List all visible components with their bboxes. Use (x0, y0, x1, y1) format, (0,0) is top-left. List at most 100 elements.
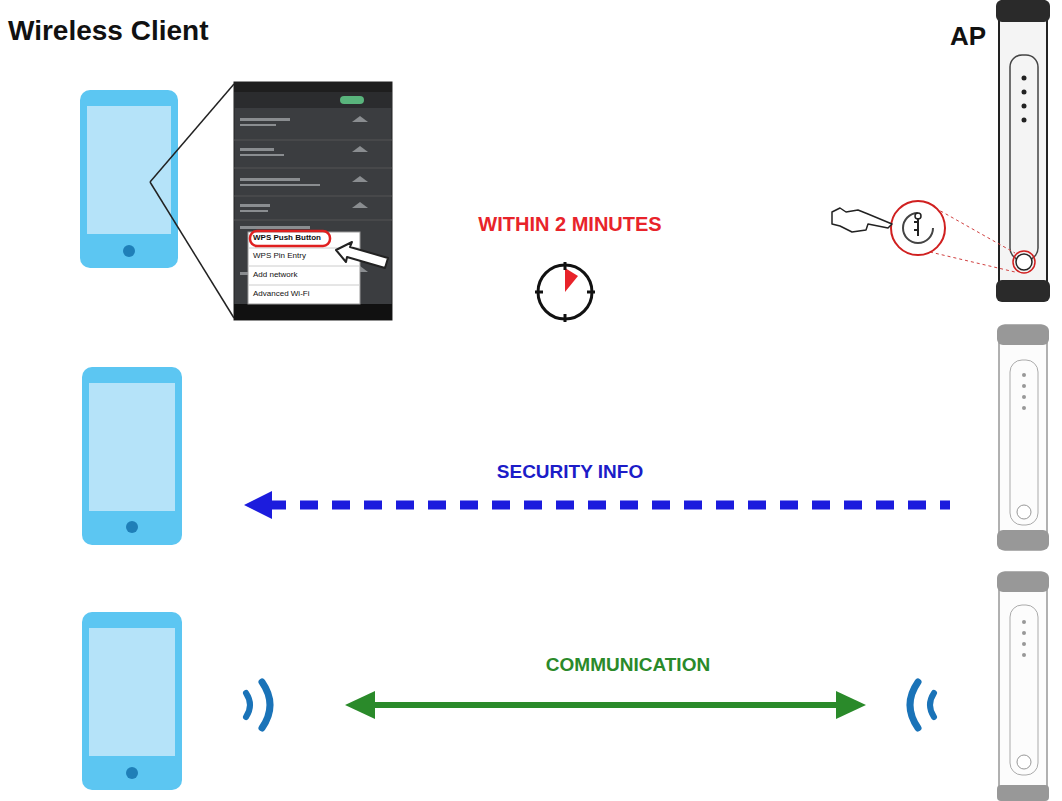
pointer-arrow (336, 242, 388, 268)
illustration-part (234, 82, 392, 92)
illustration-part (234, 168, 392, 169)
zoom-lines (150, 84, 234, 318)
illustration-part (240, 204, 270, 207)
illustration-part (240, 154, 284, 156)
illustration-part (123, 245, 135, 257)
timing-note: WITHIN 2 MINUTES (478, 213, 661, 235)
illustration-part (352, 146, 368, 152)
illustration-part (240, 226, 310, 229)
illustration-part (246, 693, 250, 717)
illustration-part (930, 252, 1015, 272)
illustration-part (1022, 395, 1026, 399)
menu-item: Advanced Wi-Fi (253, 290, 309, 299)
illustration-part (240, 148, 274, 151)
illustration-part (997, 572, 1049, 592)
arrow-label: SECURITY INFO (497, 462, 643, 483)
ap-middle (997, 325, 1049, 550)
illustration-part (1022, 631, 1026, 635)
illustration-part (996, 0, 1050, 22)
illustration-part (1022, 642, 1026, 646)
illustration-part (126, 521, 138, 533)
illustration-part (997, 785, 1049, 801)
communication-arrow (345, 691, 866, 719)
illustration-part (240, 118, 290, 121)
illustration-part (340, 96, 364, 104)
menu-item: WPS Pin Entry (253, 252, 306, 261)
illustration-part (903, 213, 933, 243)
illustration-part (999, 572, 1047, 801)
illustration-part (1017, 755, 1031, 769)
illustration-part (535, 262, 595, 322)
illustration-part (248, 285, 360, 286)
illustration-part (565, 268, 578, 292)
illustration-part (1022, 76, 1027, 81)
illustration-part (268, 501, 950, 510)
clock-icon (535, 262, 595, 322)
menu-item: Add network (253, 271, 297, 280)
illustration-part (1022, 90, 1027, 95)
illustration-part (345, 691, 375, 719)
illustration-part (150, 182, 234, 318)
illustration-part (352, 202, 368, 208)
arrow-label: COMMUNICATION (546, 655, 710, 676)
illustration-part (535, 291, 543, 294)
illustration-part (240, 184, 320, 186)
illustration-part (240, 124, 276, 126)
illustration-part (87, 106, 171, 234)
illustration-part (352, 116, 368, 122)
illustration-part (1022, 104, 1027, 109)
illustration-part (564, 262, 567, 270)
illustration-part (234, 304, 392, 320)
menu-item: WPS Push Button (253, 234, 321, 243)
illustration-part (82, 367, 182, 545)
phone-middle (82, 367, 182, 545)
illustration-part (150, 84, 234, 182)
illustration-part (1013, 251, 1035, 273)
illustration-part (248, 232, 360, 304)
illustration-part (234, 82, 392, 320)
column-heading: AP (950, 22, 986, 51)
illustration-part (126, 767, 138, 779)
column-heading: Wireless Client (8, 16, 208, 47)
illustration-part (89, 628, 175, 756)
ap-top (996, 0, 1050, 302)
illustration-part (997, 325, 1049, 345)
phone-bottom (82, 612, 182, 790)
security-arrow (244, 491, 950, 519)
illustration-part (250, 231, 330, 246)
illustration-part (1022, 620, 1026, 624)
illustration-part (915, 213, 921, 219)
illustration-part (89, 383, 175, 511)
illustration-part (1022, 406, 1026, 410)
illustration-part (1022, 653, 1026, 657)
wifi-waves (246, 682, 934, 728)
illustration-part (1022, 384, 1026, 388)
illustration-part (370, 702, 840, 708)
illustration-part (999, 0, 1047, 300)
phone-top (80, 90, 178, 268)
illustration-part (1022, 118, 1027, 123)
illustration-part (240, 210, 268, 212)
illustration-part (262, 682, 270, 728)
illustration-part (80, 90, 178, 268)
illustration-part (910, 682, 918, 728)
illustration-part (914, 218, 918, 236)
illustration-part (930, 693, 934, 717)
illustration-part (234, 92, 392, 108)
illustration-part (244, 491, 272, 519)
illustration-part (1010, 55, 1038, 260)
ap-bottom (997, 572, 1049, 801)
illustration-part (352, 176, 368, 182)
illustration-part (1010, 360, 1038, 525)
illustration-part (836, 691, 866, 719)
illustration-part (1022, 373, 1026, 377)
hand-cursor (832, 208, 892, 232)
illustration-part (564, 314, 567, 322)
illustration-part (587, 291, 595, 294)
screenshot (234, 82, 392, 320)
illustration-part (234, 220, 392, 221)
illustration-part (1017, 505, 1031, 519)
illustration-part (234, 196, 392, 197)
illustration-part (891, 201, 945, 255)
